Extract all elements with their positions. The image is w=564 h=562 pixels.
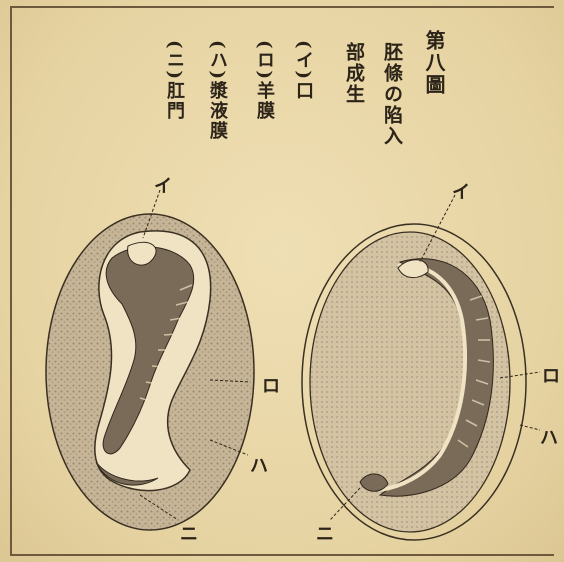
right-label-serosa: ハ	[540, 424, 558, 450]
right-label-mouth: イ	[452, 178, 470, 204]
right-egg	[302, 195, 540, 540]
right-label-amnion: ロ	[542, 362, 560, 388]
left-label-mouth: イ	[154, 172, 172, 198]
left-label-amnion: ロ	[262, 372, 280, 398]
right-label-anus: ニ	[316, 520, 334, 546]
left-label-anus: ニ	[180, 520, 198, 546]
left-egg	[46, 190, 254, 530]
left-label-serosa: ハ	[250, 452, 268, 478]
